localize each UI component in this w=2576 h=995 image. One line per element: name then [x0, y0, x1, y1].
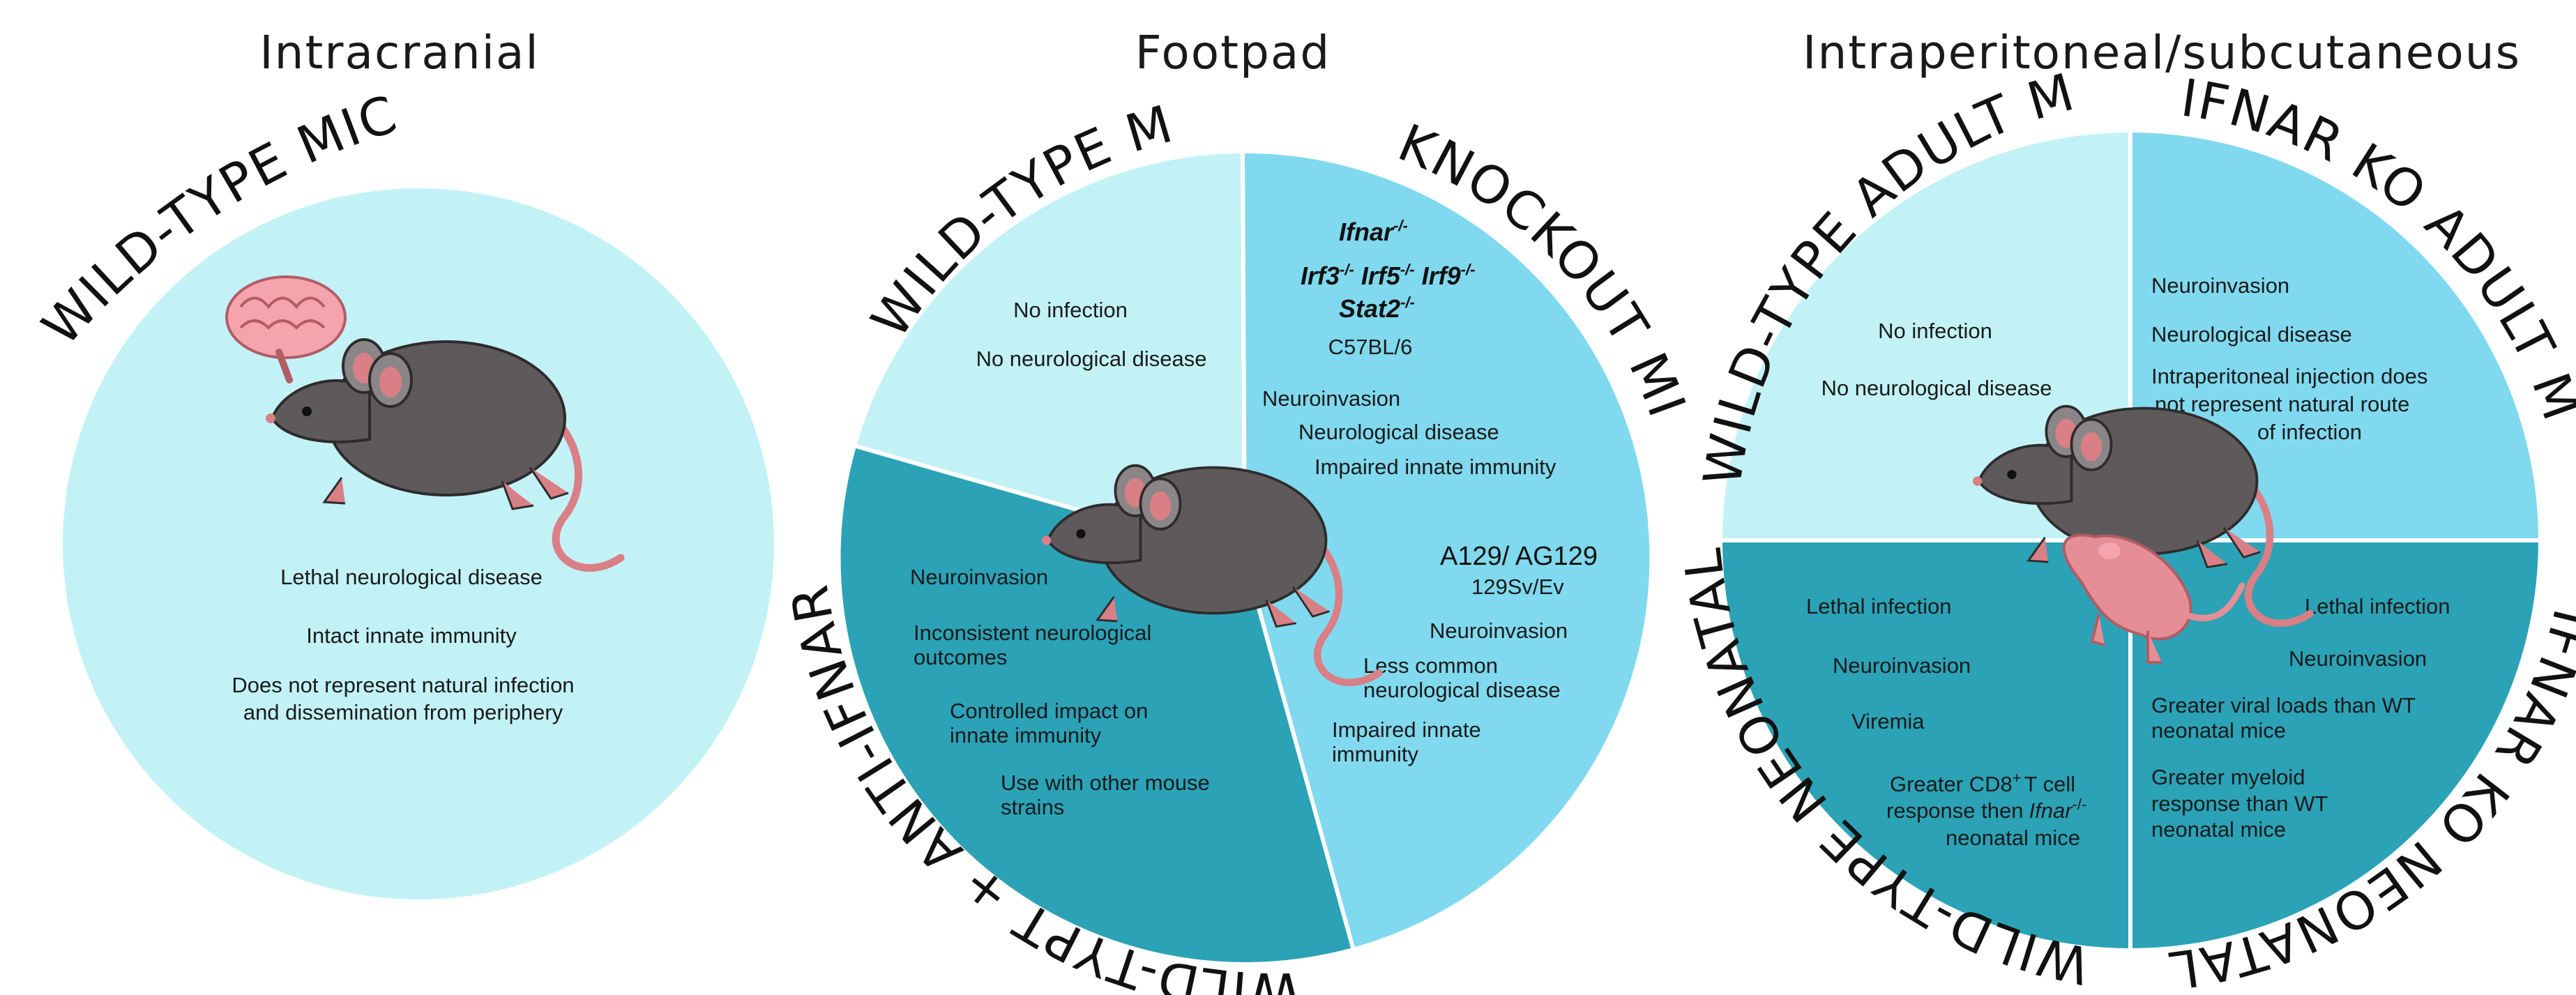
ip-wt-neo-cd8: Greater CD8+T cell	[1890, 769, 2075, 796]
gene-stat2: Stat2-/-	[1339, 294, 1415, 323]
footpad-ko-a129: A129/ AG129	[1440, 542, 1598, 571]
ip-ko-neo-note-7: neonatal mice	[2151, 817, 2286, 842]
ip-wt-neo-note-4: neonatal mice	[1946, 826, 2080, 850]
footpad-ko-slice	[1243, 153, 1650, 948]
intracranial-panel: WILD-TYPE MICE Lethal neurological disea…	[0, 0, 774, 899]
ip-ko-adult-note-5: of infection	[2257, 420, 2362, 444]
ip-wt-adult-quadrant	[1722, 132, 2130, 540]
footpad-mab-note-7: strains	[1001, 795, 1064, 819]
title-intraperitoneal: Intraperitoneal/subcutaneous	[1803, 26, 2521, 79]
ip-wt-neo-note-3: Viremia	[1851, 709, 1925, 734]
footpad-mab-note-6: Use with other mouse	[1001, 770, 1210, 795]
footpad-ko-sv: 129Sv/Ev	[1471, 575, 1564, 599]
footpad-mab-note-4: Controlled impact on	[950, 699, 1148, 723]
neonatal-mouse-icon	[2062, 533, 2245, 664]
footpad-ko-note-4: Neuroinvasion	[1430, 618, 1568, 643]
ip-ko-adult-note-4: not represent natural route	[2155, 392, 2409, 416]
ip-ko-adult-note-3: Intraperitoneal injection does	[2151, 364, 2427, 388]
title-footpad: Footpad	[1135, 26, 1331, 79]
intracranial-circle	[63, 188, 774, 899]
brain-icon	[225, 275, 347, 383]
gene-irf3-irf5-irf9: Irf3-/- Irf5-/- Irf9-/-	[1301, 261, 1475, 290]
ip-ko-adult-note-1: Neuroinvasion	[2151, 273, 2289, 298]
footpad-mab-note-2: Inconsistent neurological	[914, 621, 1151, 645]
title-intracranial: Intracranial	[259, 26, 540, 79]
footpad-ko-note-5: Less common	[1363, 653, 1498, 678]
footpad-ko-genes: Ifnar-/- Irf3-/- Irf5-/- Irf9-/- Stat2-/…	[1301, 217, 1475, 323]
ip-ko-neo-note-3: Greater viral loads than WT	[2151, 693, 2416, 717]
ip-wt-adult-note-1: No infection	[1878, 319, 1992, 343]
footpad-wt-slice	[856, 153, 1245, 558]
intracranial-note-1: Lethal neurological disease	[280, 565, 543, 589]
footpad-ko-note-7: Impaired innate	[1332, 717, 1481, 742]
ip-ko-neonatal-quadrant	[2130, 540, 2538, 948]
ip-ko-neo-note-1: Lethal infection	[2305, 594, 2450, 618]
footpad-mab-note-3: outcomes	[914, 645, 1007, 669]
footpad-ko-note-6: neurological disease	[1363, 678, 1561, 702]
gene-ifnar: Ifnar-/-	[1339, 217, 1408, 246]
footpad-wt-note-1: No infection	[1013, 298, 1128, 322]
ip-ko-neo-note-5: Greater myeloid	[2151, 765, 2305, 789]
ip-wt-neo-note-1: Lethal infection	[1806, 594, 1952, 618]
ip-wt-neonatal-quadrant	[1722, 540, 2130, 948]
ip-wt-adult-note-2: No neurological disease	[1821, 376, 2052, 400]
footpad-ko-note-3: Impaired innate immunity	[1314, 455, 1556, 479]
footpad-mab-note-1: Neuroinvasion	[910, 565, 1048, 589]
intracranial-note-2: Intact innate immunity	[306, 623, 517, 648]
intracranial-note-3: Does not represent natural infection	[232, 673, 574, 697]
footpad-wt-note-2: No neurological disease	[976, 347, 1207, 371]
ip-ko-adult-note-2: Neurological disease	[2151, 322, 2352, 347]
footpad-ko-c57: C57BL/6	[1328, 335, 1413, 359]
ip-ko-neo-note-6: response than WT	[2151, 791, 2328, 816]
ip-wt-neo-note-2: Neuroinvasion	[1833, 653, 1971, 678]
footpad-ko-note-1: Neuroinvasion	[1262, 386, 1400, 411]
footpad-ko-note-2: Neurological disease	[1298, 420, 1499, 444]
footpad-ko-note-8: immunity	[1332, 742, 1419, 766]
footpad-mab-note-5: innate immunity	[950, 723, 1102, 747]
ip-ko-neo-note-4: neonatal mice	[2151, 718, 2286, 743]
intracranial-note-4: and dissemination from periphery	[243, 700, 563, 724]
ip-ko-neo-note-2: Neuroinvasion	[2289, 646, 2427, 671]
